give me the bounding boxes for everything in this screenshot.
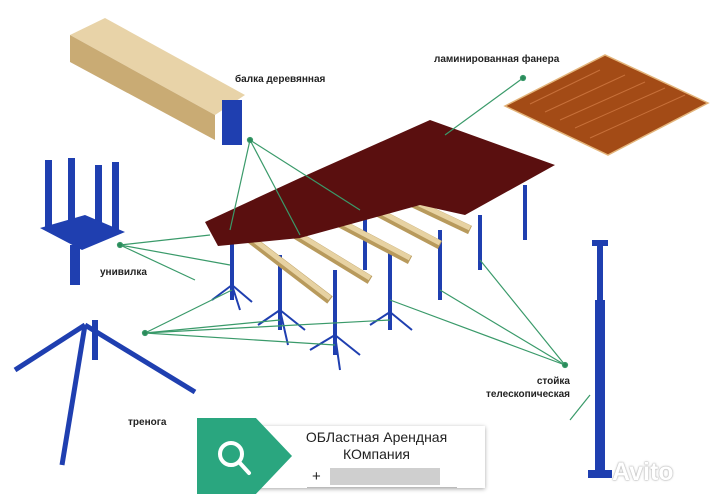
- phone-underline: [307, 487, 457, 488]
- label-fork-head: унивилка: [100, 267, 147, 278]
- company-name: ОБЛастная Арендная КОмпания: [289, 429, 464, 463]
- telescopic-prop-image: [588, 240, 612, 478]
- company-contact-card[interactable]: ОБЛастная Арендная КОмпания +: [197, 418, 487, 494]
- table-formwork-image: [205, 120, 555, 371]
- plywood-sheet-image: [503, 54, 710, 156]
- leader-lines: [116, 74, 591, 421]
- phone-number-redacted: [330, 468, 440, 485]
- label-tripod: тренога: [128, 417, 167, 428]
- search-icon[interactable]: [213, 432, 273, 492]
- wood-beam-image: [70, 18, 245, 145]
- company-name-line2: КОмпания: [342, 446, 410, 462]
- label-laminated-plywood: ламинированная фанера: [434, 54, 560, 65]
- phone-prefix: +: [312, 468, 321, 485]
- company-name-line1: ОБЛастная Арендная: [305, 429, 448, 445]
- label-prop-line2: телескопическая: [485, 389, 570, 400]
- fork-head-image: [40, 158, 125, 285]
- label-prop-line1: стойка: [536, 376, 570, 387]
- avito-watermark: Avito: [612, 458, 674, 486]
- tripod-image: [13, 320, 197, 466]
- label-wood-beam: балка деревянная: [235, 74, 326, 85]
